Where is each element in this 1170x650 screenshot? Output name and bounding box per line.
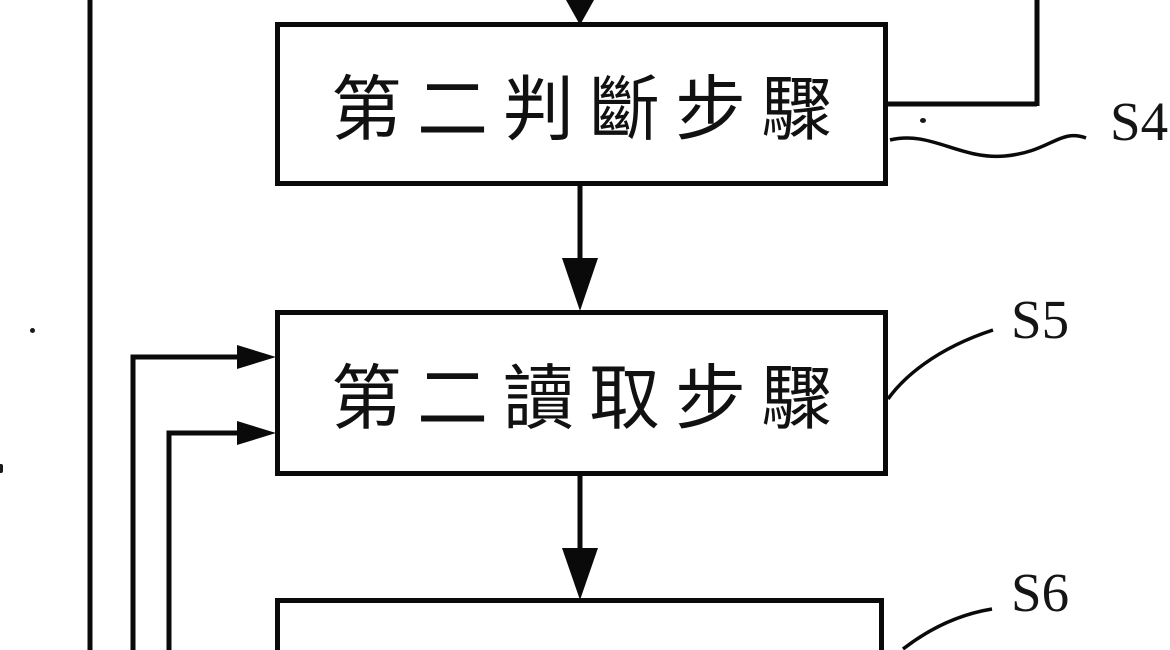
step-box-second-judgment: 第二判斷步驟 (275, 22, 888, 186)
scan-speck (30, 328, 35, 333)
ref-label-s5: S5 (1011, 289, 1070, 350)
scan-speck (920, 118, 926, 123)
arrow-box2-box3-head-icon (562, 548, 598, 600)
top-entry-arrowhead-icon (566, 0, 594, 25)
step-label: 第二讀取步驟 (330, 357, 847, 440)
feedback-line-1 (130, 354, 240, 650)
step-box-second-reading: 第二讀取步驟 (275, 310, 888, 476)
ref-label-s4: S4 (1110, 91, 1169, 152)
scan-speck (0, 464, 3, 473)
step-label: 第二判斷步驟 (330, 68, 847, 151)
step-box-next-partial (275, 598, 884, 650)
s6-leader-line (901, 607, 993, 650)
feedback-arrowhead-2-icon (237, 421, 276, 445)
s4-leader-line (889, 133, 1087, 159)
arrow-box1-box2-head-icon (562, 258, 598, 311)
s5-leader-line (886, 328, 994, 401)
feedback-line-2 (166, 430, 240, 650)
ref-label-s6: S6 (1011, 562, 1070, 623)
feedback-arrowhead-1-icon (237, 345, 276, 369)
